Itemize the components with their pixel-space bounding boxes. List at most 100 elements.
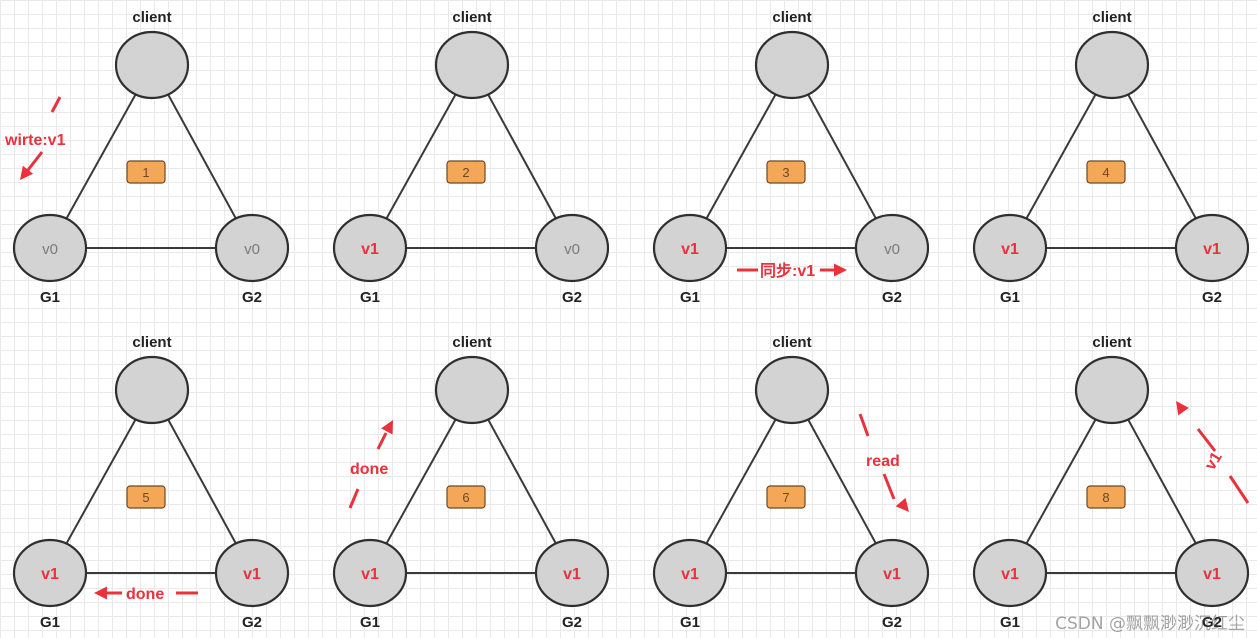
- g2-value: v1: [883, 566, 901, 583]
- arrow-head: [381, 420, 393, 435]
- step-number: 5: [142, 490, 149, 505]
- g1-label: G1: [360, 289, 380, 306]
- arrow-head: [20, 165, 34, 180]
- step-number: 4: [1102, 165, 1109, 180]
- client-node: [1074, 30, 1150, 100]
- g1-node: [972, 213, 1048, 283]
- g1-node: [12, 538, 88, 608]
- arrow-head: [895, 497, 909, 512]
- arrow-shaft-top: [858, 413, 870, 437]
- client-node: [434, 30, 510, 100]
- g2-node: [854, 213, 930, 283]
- step-badge: [766, 485, 806, 509]
- client-node: [754, 30, 830, 100]
- step-number: 1: [142, 165, 149, 180]
- arrow-shaft-bottom: [26, 151, 44, 171]
- g2-label: G2: [242, 289, 262, 306]
- g2-label: G2: [1202, 614, 1222, 631]
- annotation-label: read: [866, 453, 900, 470]
- annotation-label: done: [350, 461, 388, 478]
- g1-label: G1: [40, 614, 60, 631]
- g1-node: [972, 538, 1048, 608]
- client-label: client: [132, 9, 171, 26]
- g1-node: [652, 213, 728, 283]
- edge-client-g1: [1009, 389, 1113, 574]
- edge-client-g1: [369, 64, 473, 249]
- g1-value: v1: [361, 566, 379, 583]
- g2-label: G2: [562, 289, 582, 306]
- step-badge: [446, 160, 486, 184]
- annotation-read: read: [858, 413, 909, 512]
- g1-label: G1: [680, 289, 700, 306]
- g1-value: v1: [41, 566, 59, 583]
- g1-node: [332, 538, 408, 608]
- client-label: client: [132, 334, 171, 351]
- g2-node: [1174, 538, 1250, 608]
- edge-client-g1: [49, 64, 153, 249]
- g1-label: G1: [1000, 614, 1020, 631]
- g2-value: v1: [563, 566, 581, 583]
- g2-label: G2: [1202, 289, 1222, 306]
- g1-node: [652, 538, 728, 608]
- client-node: [114, 355, 190, 425]
- arrow-head: [94, 586, 107, 600]
- annotation-label: done: [126, 586, 164, 603]
- annotation-ack: done: [94, 586, 198, 603]
- annotation-label: wirte:v1: [4, 132, 66, 149]
- annotation-label: v1: [1202, 449, 1226, 473]
- g1-node: [12, 213, 88, 283]
- g2-value: v0: [884, 241, 900, 258]
- client-label: client: [452, 334, 491, 351]
- g2-node: [214, 538, 290, 608]
- client-label: client: [1092, 334, 1131, 351]
- g2-value: v0: [244, 241, 260, 258]
- annotation-done-client: done: [348, 420, 393, 509]
- g1-value: v1: [681, 566, 699, 583]
- client-node: [1074, 355, 1150, 425]
- step-number: 3: [782, 165, 789, 180]
- annotation-write: wirte:v1: [4, 96, 66, 180]
- client-node: [754, 355, 830, 425]
- g1-value: v1: [1001, 241, 1019, 258]
- g1-value: v1: [681, 241, 699, 258]
- g1-value: v1: [361, 241, 379, 258]
- g1-label: G1: [680, 614, 700, 631]
- client-label: client: [452, 9, 491, 26]
- edge-client-g1: [369, 389, 473, 574]
- edge-client-g1: [1009, 64, 1113, 249]
- step-badge: [766, 160, 806, 184]
- step-badge: [1086, 160, 1126, 184]
- edge-client-g1: [49, 389, 153, 574]
- arrow-shaft-bottom: [882, 473, 896, 500]
- edge-client-g1: [689, 389, 793, 574]
- g2-node: [1174, 213, 1250, 283]
- g1-value: v0: [42, 241, 58, 258]
- g2-node: [534, 213, 610, 283]
- edge-client-g1: [689, 64, 793, 249]
- step-number: 8: [1102, 490, 1109, 505]
- client-node: [114, 30, 190, 100]
- g1-node: [332, 213, 408, 283]
- g2-node: [854, 538, 930, 608]
- g2-node: [534, 538, 610, 608]
- step-badge: [126, 160, 166, 184]
- g1-label: G1: [1000, 289, 1020, 306]
- step-badge: [126, 485, 166, 509]
- arrow-shaft-top: [376, 432, 388, 450]
- arrow-shaft-top: [50, 96, 62, 113]
- client-node: [434, 355, 510, 425]
- g1-label: G1: [360, 614, 380, 631]
- g2-value: v1: [1203, 241, 1221, 258]
- g2-label: G2: [242, 614, 262, 631]
- client-label: client: [772, 9, 811, 26]
- g2-label: G2: [882, 289, 902, 306]
- step-number: 2: [462, 165, 469, 180]
- annotation-sync: 同步:v1: [737, 261, 847, 280]
